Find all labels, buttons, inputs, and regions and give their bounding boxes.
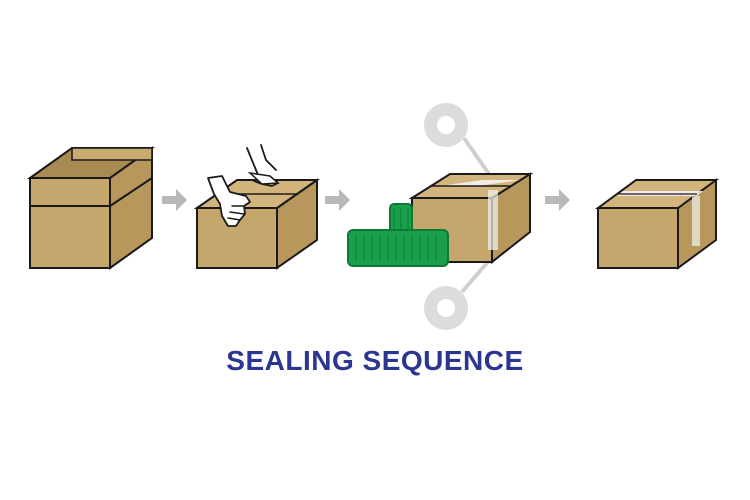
- green-sealing-machine-icon: [347, 203, 449, 267]
- diagram-caption: SEALING SEQUENCE: [226, 345, 524, 376]
- sealed-box-icon: [594, 178, 720, 270]
- hands-folding-flaps-icon: [193, 144, 321, 270]
- arrow-right-icon: [162, 189, 187, 211]
- arrow-right-icon: [545, 189, 570, 211]
- step-tape-sealing: [347, 103, 534, 330]
- step-sealed-box: [594, 178, 720, 270]
- arrow-right-icon: [325, 189, 350, 211]
- tape-roll-bottom-icon: [424, 234, 512, 330]
- open-box-icon: [26, 146, 156, 270]
- step-fold-flaps: [193, 144, 321, 270]
- step-open-box: [26, 146, 156, 270]
- tape-sealing-machine-icon: [347, 103, 534, 330]
